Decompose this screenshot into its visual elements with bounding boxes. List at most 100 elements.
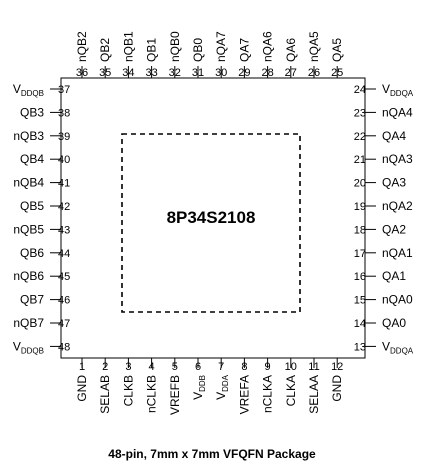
pin-label: nQA2: [382, 199, 413, 213]
pin-label: SELAB: [98, 375, 112, 414]
pin-label: nQA7: [214, 31, 228, 62]
pin-number: 15: [354, 295, 366, 307]
pin-label: nQA0: [382, 293, 413, 307]
pin-number: 21: [354, 154, 366, 166]
pin-number: 31: [192, 67, 204, 79]
pin-number: 8: [241, 361, 247, 373]
pin-number: 39: [58, 131, 70, 143]
pin-label-subscript: DDQB: [21, 346, 44, 355]
pin-label: nQA1: [382, 246, 413, 260]
exposed-pad: [121, 133, 301, 313]
pin-number: 47: [58, 318, 70, 330]
pin-label: QB6: [20, 246, 44, 260]
pin-number: 28: [261, 67, 273, 79]
pin-label: VDDB: [191, 375, 207, 400]
pin-label: nQB6: [13, 269, 44, 283]
pin-number: 2: [102, 361, 108, 373]
pin-label: VDDQA: [382, 82, 414, 98]
pin-label: QA6: [284, 38, 298, 62]
pin-number: 7: [218, 361, 224, 373]
pin-label: nQB1: [121, 31, 135, 62]
pin-label: QA0: [382, 316, 406, 330]
pin-label: QA1: [382, 269, 406, 283]
pin-label: nQB3: [13, 129, 44, 143]
pin-number: 30: [215, 67, 227, 79]
pin-label: nCLKB: [145, 375, 159, 413]
pin-label-subscript: DDQA: [390, 346, 414, 355]
pin-label: QB4: [20, 152, 44, 166]
pin-number: 41: [58, 178, 70, 190]
pin-number: 26: [308, 67, 320, 79]
package-body: [60, 77, 366, 359]
pin-label: QB2: [98, 38, 112, 62]
pin-label: QA3: [382, 176, 406, 190]
pin-number: 44: [58, 248, 70, 260]
pin-number: 17: [354, 248, 366, 260]
pin-label: VDDA: [214, 374, 230, 400]
pin-label-subscript: DDA: [221, 374, 230, 392]
pin-label: QB7: [20, 293, 44, 307]
pin-label: nQA4: [382, 105, 413, 119]
pin-number: 36: [76, 67, 88, 79]
pin-number: 25: [331, 67, 343, 79]
pin-number: 40: [58, 154, 70, 166]
pin-label: VREFB: [168, 375, 182, 415]
pin-number: 34: [122, 67, 134, 79]
pin-label: CLKA: [284, 375, 298, 406]
pin-number: 24: [354, 84, 366, 96]
pin-number: 9: [265, 361, 271, 373]
pin-label: nQA3: [382, 152, 413, 166]
pin-number: 48: [58, 341, 70, 353]
pin-label: VDDQA: [382, 339, 414, 355]
package-caption: 48-pin, 7mm x 7mm VFQFN Package: [108, 447, 316, 461]
pin-number: 6: [195, 361, 201, 373]
pin-number: 46: [58, 295, 70, 307]
pin-label: VREFA: [237, 375, 251, 414]
pin-label: nCLKA: [261, 375, 275, 413]
pin-label: QB1: [145, 38, 159, 62]
pin-number: 29: [238, 67, 250, 79]
pin-label: nQB2: [75, 31, 89, 62]
pin-label-subscript: DDQB: [21, 89, 44, 98]
pin-number: 35: [99, 67, 111, 79]
pin-number: 45: [58, 271, 70, 283]
pin-number: 20: [354, 178, 366, 190]
pin-number: 4: [149, 361, 155, 373]
pin-label: nQB7: [13, 316, 44, 330]
pin-number: 1: [79, 361, 85, 373]
pin-number: 33: [145, 67, 157, 79]
chip-label: 8P34S2108: [167, 208, 256, 227]
pin-number: 14: [354, 318, 366, 330]
pin-label: nQA6: [261, 31, 275, 62]
pin-label: QA4: [382, 129, 406, 143]
pin-label-subscript: DDQA: [390, 89, 414, 98]
pin-number: 42: [58, 201, 70, 213]
pin-label: QB3: [20, 105, 44, 119]
pin-label: QA7: [237, 38, 251, 62]
pin-number: 3: [125, 361, 131, 373]
pin-number: 18: [354, 224, 366, 236]
pin-label: QB5: [20, 199, 44, 213]
pin-label: QB0: [191, 38, 205, 62]
pin-number: 11: [308, 361, 319, 373]
pin-number: 32: [169, 67, 181, 79]
pin-number: 43: [58, 224, 70, 236]
pin-label: VDDQB: [13, 339, 44, 355]
pin-label: SELAA: [307, 375, 321, 414]
pin-number: 13: [354, 341, 366, 353]
pin-number: 16: [354, 271, 366, 283]
pin-number: 19: [354, 201, 366, 213]
pin-number: 5: [172, 361, 178, 373]
pin-number: 37: [58, 84, 70, 96]
pin-label: nQB4: [13, 176, 44, 190]
pin-label: CLKB: [121, 375, 135, 406]
pin-number: 10: [285, 361, 297, 373]
pin-label: GND: [75, 375, 89, 402]
pin-label: nQA5: [307, 31, 321, 62]
pin-label-subscript: DDB: [198, 375, 207, 392]
pin-number: 23: [354, 107, 366, 119]
pin-number: 12: [331, 361, 343, 373]
pin-number: 38: [58, 107, 70, 119]
